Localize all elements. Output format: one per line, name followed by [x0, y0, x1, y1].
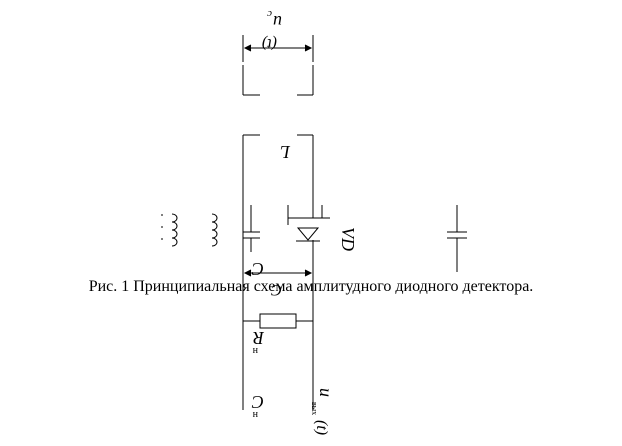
svg-text:н: н	[252, 345, 258, 356]
svg-text:C: C	[251, 392, 264, 412]
input-voltage-label: u c	[267, 8, 282, 32]
input-voltage-argument: (t)	[262, 35, 277, 52]
output-voltage-label: u	[316, 388, 336, 397]
svg-text:н: н	[252, 409, 258, 420]
svg-text:C: C	[271, 281, 282, 298]
figure-caption: Рис. 1 Принципиальная схема амплитудного…	[88, 278, 534, 295]
diode-label: VD	[338, 227, 358, 251]
input-voltage-indicator	[242, 35, 314, 96]
main-circuit	[242, 134, 330, 410]
output-voltage-argument: (t)	[313, 420, 330, 435]
output-voltage-subscript: вых	[310, 402, 319, 415]
svg-text:VD: VD	[338, 227, 358, 251]
coupling-capacitor	[447, 205, 467, 272]
svg-text:u: u	[316, 388, 336, 397]
inductor-label: L	[280, 142, 291, 162]
load-resistor-label: R н	[252, 328, 265, 356]
svg-text:(t): (t)	[262, 35, 277, 52]
capacitor-label: C	[251, 259, 264, 279]
svg-text:(t): (t)	[313, 420, 330, 435]
svg-text:L: L	[280, 142, 291, 162]
load-capacitor-label: C н	[251, 392, 264, 420]
svg-text:R: R	[253, 328, 265, 348]
svg-text:вых: вых	[310, 402, 319, 415]
transformer-coils	[159, 213, 218, 247]
capacitor-label-secondary: C	[271, 281, 282, 298]
input-voltage-symbol: u	[273, 12, 282, 32]
input-voltage-subscript: c	[267, 8, 272, 20]
svg-text:C: C	[251, 259, 264, 279]
